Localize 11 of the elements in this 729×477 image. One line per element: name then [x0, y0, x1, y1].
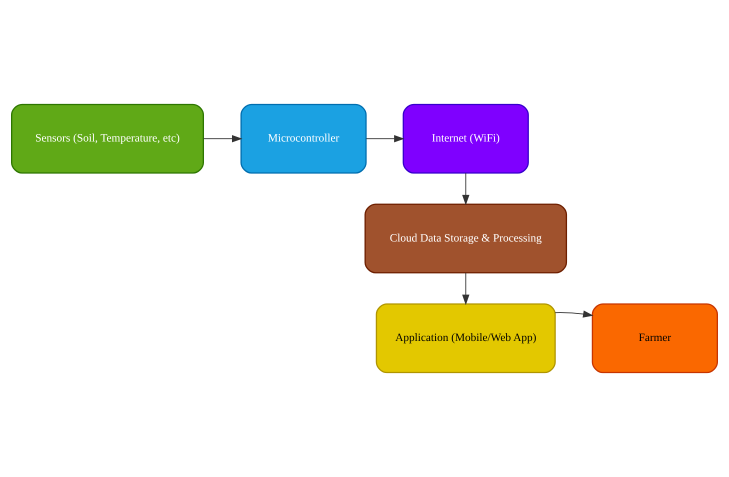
node-box: Application (Mobile/Web App)	[376, 303, 556, 374]
arrow	[203, 135, 242, 142]
node-box: Microcontroller	[240, 104, 367, 174]
node-box: Cloud Data Storage & Processing	[364, 204, 568, 274]
node-box: Farmer	[592, 303, 718, 374]
node-box: Sensors (Soil, Temperature, etc)	[11, 104, 204, 174]
arrow	[366, 135, 405, 142]
arrow	[462, 272, 470, 306]
arrow	[462, 172, 470, 206]
arrow	[554, 310, 594, 318]
node-box: Internet (WiFi)	[402, 104, 529, 174]
